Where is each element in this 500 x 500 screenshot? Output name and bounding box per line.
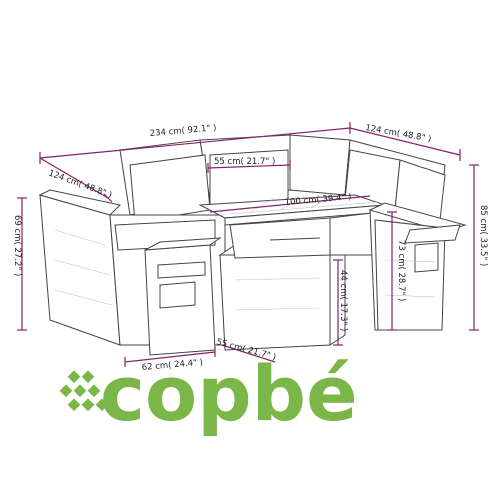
right-depth-label: 124 cm( 48.8" ): [364, 123, 431, 144]
total-width-label: 234 cm( 92.1" ): [149, 123, 216, 139]
table-depth-label: 55 cm( 21.7" ): [214, 157, 275, 167]
table-height-label: 73 cm( 28.7" ): [396, 240, 406, 301]
back-height-label: 85 cm( 33.5" ): [478, 205, 488, 266]
stool-height-label: 44 cm( 17.3" ): [338, 270, 348, 331]
sofa-height-label: 69 cm( 27.2" ): [12, 215, 22, 276]
dimension-lines: [17, 122, 479, 367]
watermark-logo: copbé: [59, 349, 358, 438]
furniture-set-illustration: [38, 134, 467, 356]
logo-wordmark: copbé: [100, 349, 358, 438]
